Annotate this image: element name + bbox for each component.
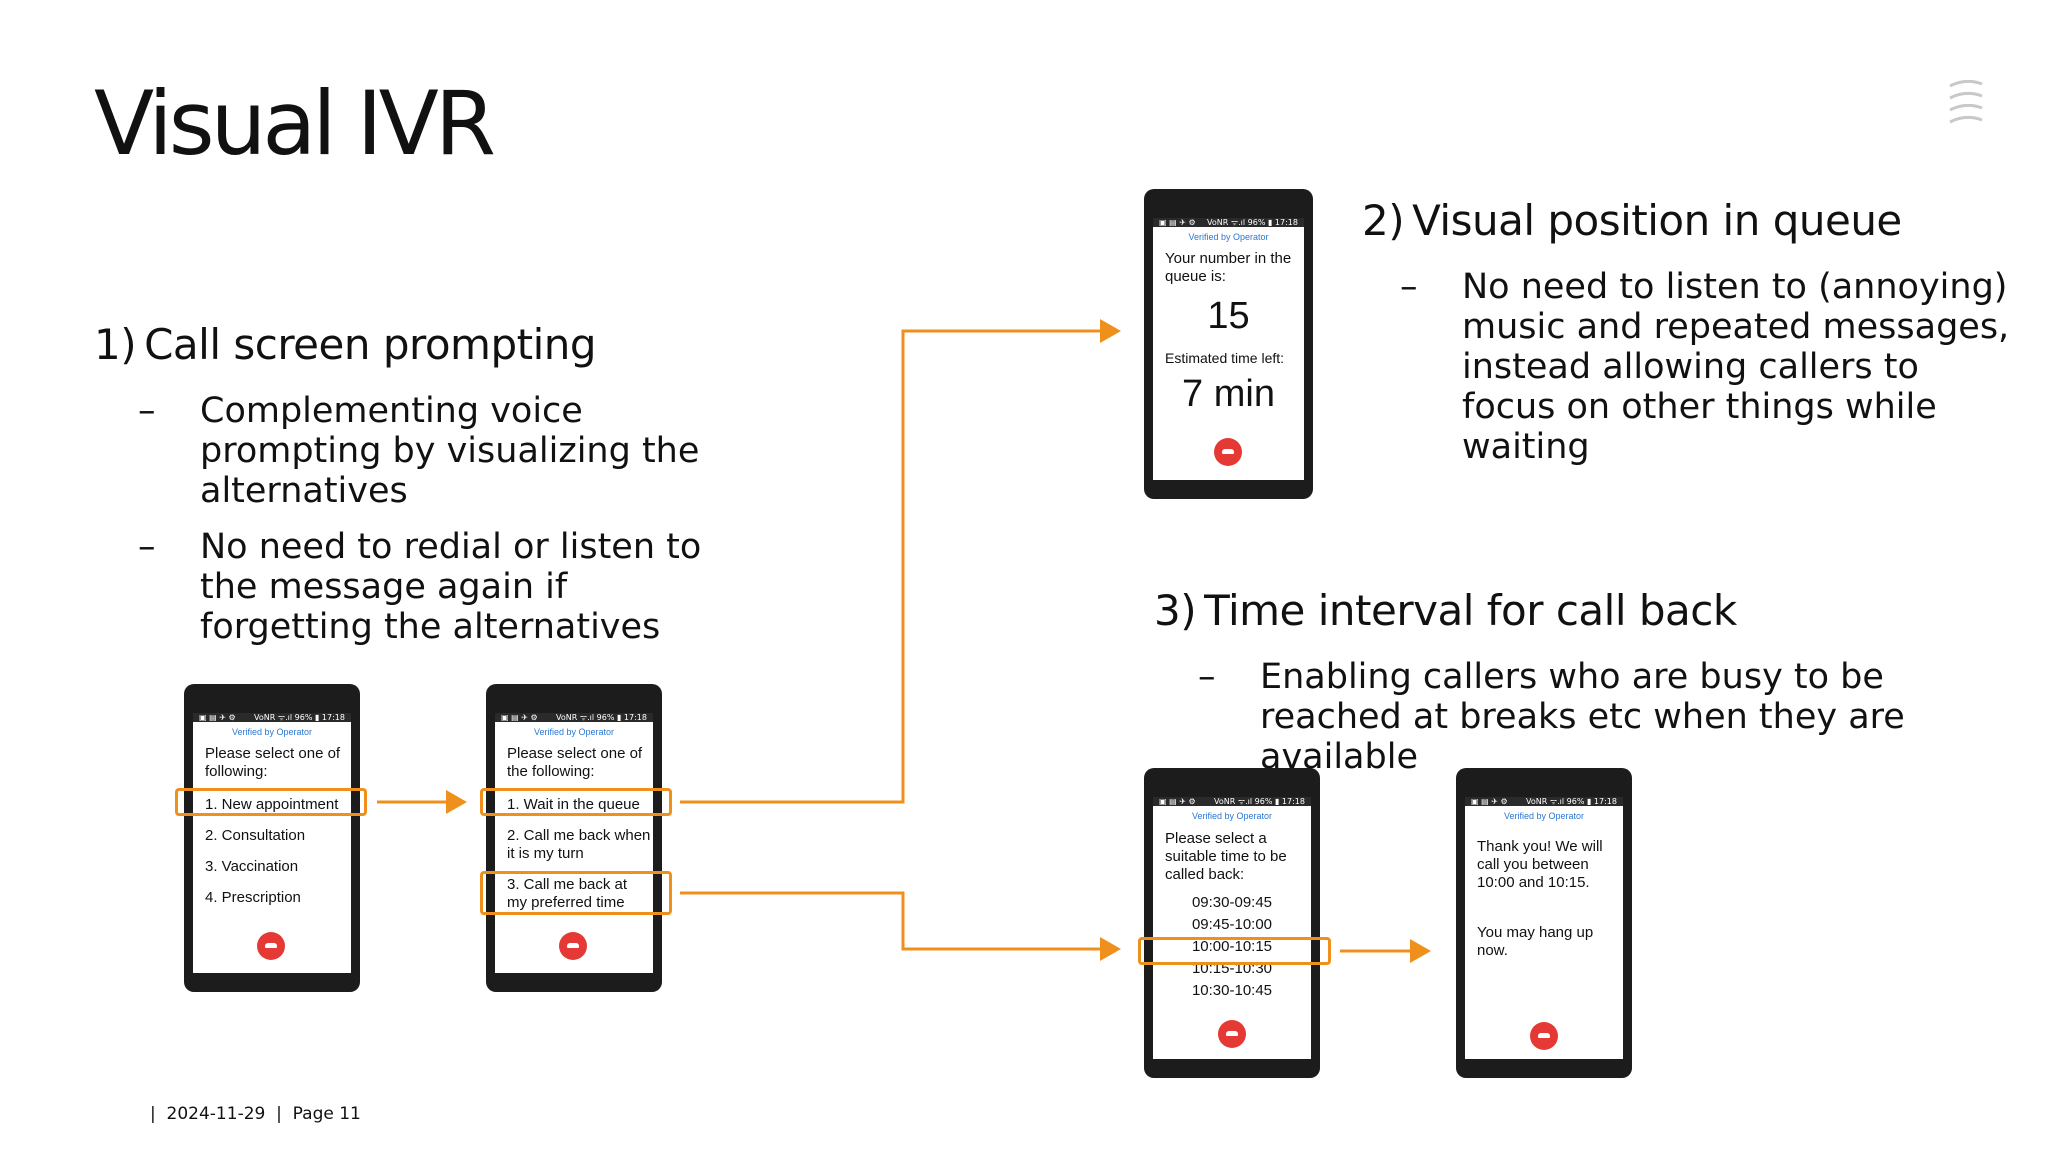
- phone-queue-position: Verified by Operator Your number in the …: [1144, 189, 1313, 499]
- status-right: VoNR ᯤ.ıl 96% ▮ 17:18: [556, 713, 647, 722]
- arrow-to-queue: [680, 319, 1121, 804]
- brand-stripes-logo: [1949, 79, 1983, 124]
- section-heading-text: Call screen prompting: [144, 320, 597, 369]
- phone-screen: Verified by Operator Your number in the …: [1153, 218, 1304, 480]
- status-icons: ▣ ▤ ✈ ⚙: [1471, 797, 1508, 806]
- verified-label: Verified by Operator: [231, 727, 313, 737]
- bullet: – No need to redial or listen to the mess…: [138, 527, 734, 647]
- menu-option[interactable]: 1. New appointment: [205, 796, 339, 813]
- bullet-text: No need to redial or listen to the messa…: [200, 527, 702, 647]
- section-heading: 1)Call screen prompting: [94, 320, 734, 369]
- section-call-screen-prompting: 1)Call screen prompting – Complementing v…: [94, 320, 734, 663]
- status-right: VoNR ᯤ.ıl 96% ▮ 17:18: [254, 713, 345, 722]
- menu-option[interactable]: 2. Call me back when it is my turn: [507, 827, 651, 862]
- time-slot[interactable]: 09:45-10:00: [1191, 916, 1273, 933]
- menu-option[interactable]: 2. Consultation: [205, 827, 306, 844]
- hangup-text: You may hang up now.: [1477, 924, 1594, 959]
- prompt-text: Please select one of the following:: [507, 745, 643, 780]
- status-bar: ▣ ▤ ✈ ⚙ VoNR ᯤ.ıl 96% ▮ 17:18: [1465, 797, 1623, 806]
- status-right: VoNR ᯤ.ıl 96% ▮ 17:18: [1526, 797, 1617, 806]
- time-slot[interactable]: 10:00-10:15: [1191, 938, 1273, 955]
- phone-screen: Verified by Operator Please select a sui…: [1153, 797, 1311, 1059]
- section-heading-text: Time interval for call back: [1204, 586, 1737, 635]
- dash: –: [138, 391, 156, 431]
- highlight-selected-slot: [1138, 937, 1331, 965]
- bullet: – Enabling callers who are busy to be rea…: [1198, 657, 2014, 777]
- end-call-icon[interactable]: [559, 932, 587, 960]
- dash: –: [138, 527, 156, 567]
- queue-number: 15: [1207, 295, 1250, 337]
- prompt-text: Please select a suitable time to be call…: [1165, 830, 1287, 883]
- end-call-icon[interactable]: [1218, 1020, 1246, 1048]
- queue-label: Your number in the queue is:: [1165, 250, 1292, 285]
- eta-value: 7 min: [1182, 373, 1275, 415]
- phone-confirmation: Verified by Operator Thank you! We will …: [1456, 768, 1632, 1078]
- verified-label: Verified by Operator: [1191, 811, 1273, 821]
- phone-screen: Verified by Operator Thank you! We will …: [1465, 797, 1623, 1059]
- section-number: 3): [1154, 586, 1197, 635]
- phone-menu-main: Verified by Operator Please select one o…: [184, 684, 360, 992]
- end-call-icon[interactable]: [257, 932, 285, 960]
- dash: –: [1400, 267, 1418, 307]
- time-slot[interactable]: 10:30-10:45: [1191, 982, 1273, 999]
- menu-option[interactable]: 4. Prescription: [205, 889, 301, 906]
- end-call-icon[interactable]: [1214, 438, 1242, 466]
- menu-option[interactable]: 1. Wait in the queue: [507, 796, 640, 813]
- footer: | 2024-11-29 | Page 11: [150, 1104, 361, 1124]
- bullet-text: Enabling callers who are busy to be reac…: [1260, 657, 1905, 777]
- highlight-wait-in-queue: [480, 788, 672, 816]
- dash: –: [1198, 657, 1216, 697]
- status-icons: ▣ ▤ ✈ ⚙: [1159, 797, 1196, 806]
- section-number: 2): [1362, 196, 1405, 245]
- prompt-text: Please select one of following:: [205, 745, 341, 780]
- bullet-text: Complementing voice prompting by visuali…: [200, 391, 700, 511]
- section-visual-position-in-queue: 2)Visual position in queue – No need to l…: [1362, 196, 2022, 483]
- phone-menu-queue-options: Verified by Operator Please select one o…: [486, 684, 662, 992]
- status-bar: ▣ ▤ ✈ ⚙ VoNR ᯤ.ıl 96% ▮ 17:18: [193, 713, 351, 722]
- menu-option[interactable]: 3. Call me back at my preferred time: [507, 876, 628, 911]
- eta-label: Estimated time left:: [1165, 350, 1285, 366]
- status-icons: ▣ ▤ ✈ ⚙: [1159, 218, 1196, 227]
- arrow-to-time-slots: [680, 891, 1121, 961]
- status-bar: ▣ ▤ ✈ ⚙ VoNR ᯤ.ıl 96% ▮ 17:18: [1153, 218, 1304, 227]
- verified-label: Verified by Operator: [1188, 232, 1269, 242]
- status-icons: ▣ ▤ ✈ ⚙: [501, 713, 538, 722]
- section-heading: 3)Time interval for call back: [1154, 586, 2014, 635]
- section-heading-text: Visual position in queue: [1412, 196, 1902, 245]
- section-number: 1): [94, 320, 137, 369]
- menu-option[interactable]: 3. Vaccination: [205, 858, 299, 875]
- confirmation-text: Thank you! We will call you between 10:0…: [1477, 838, 1603, 891]
- phone-time-slots: Verified by Operator Please select a sui…: [1144, 768, 1320, 1078]
- section-heading: 2)Visual position in queue: [1362, 196, 2022, 245]
- verified-label: Verified by Operator: [1503, 811, 1585, 821]
- status-right: VoNR ᯤ.ıl 96% ▮ 17:18: [1207, 218, 1298, 227]
- slide-title: Visual IVR: [94, 72, 496, 175]
- status-right: VoNR ᯤ.ıl 96% ▮ 17:18: [1214, 797, 1305, 806]
- bullet: – No need to listen to (annoying) music a…: [1400, 267, 2022, 467]
- status-icons: ▣ ▤ ✈ ⚙: [199, 713, 236, 722]
- section-time-interval-for-call-back: 3)Time interval for call back – Enabling …: [1154, 586, 2014, 793]
- end-call-icon[interactable]: [1530, 1022, 1558, 1050]
- status-bar: ▣ ▤ ✈ ⚙ VoNR ᯤ.ıl 96% ▮ 17:18: [495, 713, 653, 722]
- verified-label: Verified by Operator: [533, 727, 615, 737]
- time-slot[interactable]: 09:30-09:45: [1191, 894, 1273, 911]
- bullet-text: No need to listen to (annoying) music an…: [1462, 267, 2010, 467]
- bullet: – Complementing voice prompting by visual…: [138, 391, 734, 511]
- highlight-new-appointment: [175, 788, 367, 816]
- status-bar: ▣ ▤ ✈ ⚙ VoNR ᯤ.ıl 96% ▮ 17:18: [1153, 797, 1311, 806]
- highlight-preferred-time: [480, 871, 672, 915]
- phone-screen: Verified by Operator Please select one o…: [495, 713, 653, 973]
- phone-screen: Verified by Operator Please select one o…: [193, 713, 351, 973]
